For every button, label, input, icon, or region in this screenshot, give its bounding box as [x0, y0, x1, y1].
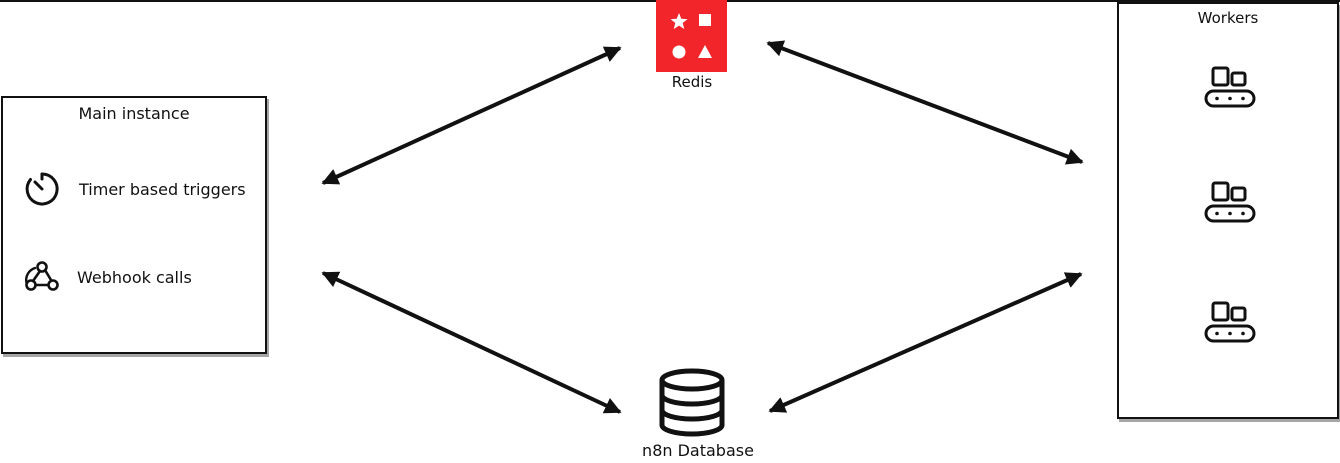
database-icon — [659, 368, 725, 437]
redis-shapes-icon — [670, 13, 712, 59]
timer-triggers-row: Timer based triggers — [23, 170, 246, 208]
main-instance-box: Main instance Timer based triggers Webho… — [1, 96, 267, 354]
worker-conveyor-icon — [1204, 181, 1256, 223]
webhook-calls-label: Webhook calls — [77, 267, 192, 287]
worker-conveyor-icon — [1204, 301, 1256, 343]
database-label: n8n Database — [642, 441, 754, 460]
webhook-icon — [24, 261, 59, 291]
main-instance-title: Main instance — [78, 104, 190, 123]
redis-logo-icon — [656, 0, 727, 72]
arrow-main-database — [321, 271, 622, 414]
timer-icon — [25, 172, 59, 206]
redis-label: Redis — [671, 73, 713, 91]
arrow-database-workers — [768, 272, 1083, 413]
worker-conveyor-icon — [1204, 66, 1256, 108]
workers-box: Workers — [1117, 2, 1339, 419]
webhook-calls-row: Webhook calls — [23, 258, 192, 296]
workers-title: Workers — [1197, 9, 1259, 27]
arrow-main-redis — [321, 46, 622, 185]
timer-triggers-label: Timer based triggers — [79, 179, 246, 199]
arrow-redis-workers — [766, 40, 1084, 165]
